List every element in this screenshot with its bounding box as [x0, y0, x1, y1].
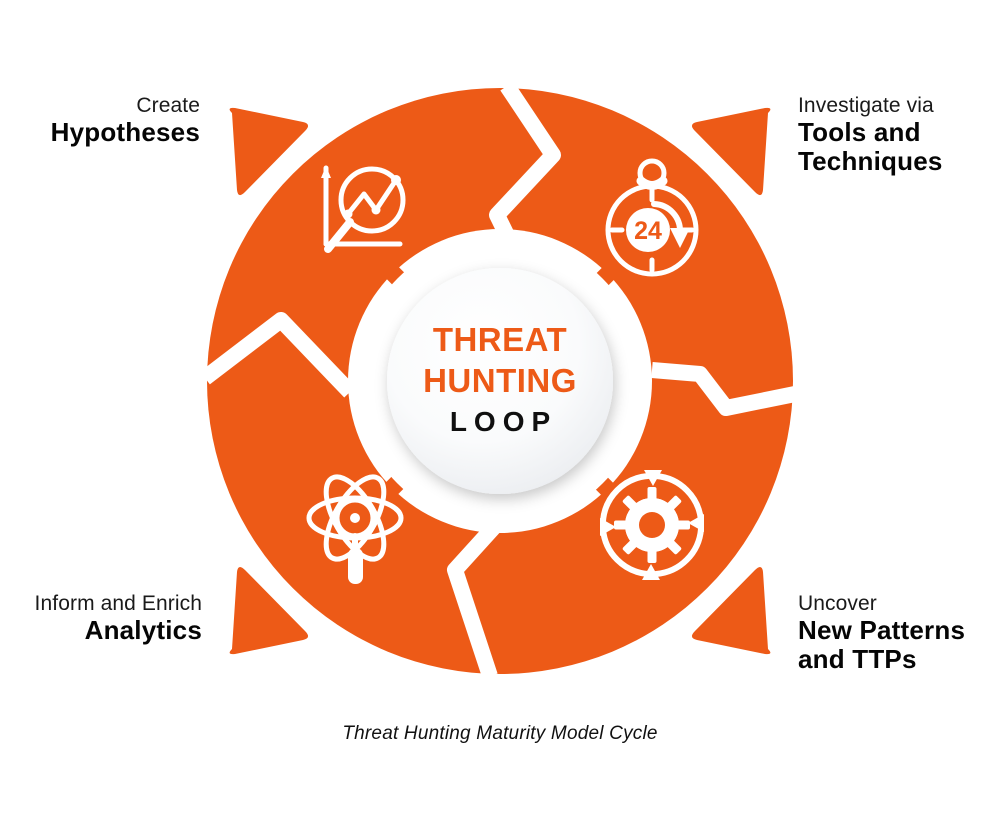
stage-label-new-patterns: Uncover New Patterns and TTPs [798, 592, 1000, 674]
stage-main-new-patterns-line1: New Patterns [798, 614, 966, 645]
stage-main-hypotheses: Hypotheses [50, 116, 200, 147]
stage-main-analytics: Analytics [84, 614, 202, 645]
center-disc [387, 268, 613, 494]
stage-label-tools-techniques: Investigate via Tools and Techniques [798, 94, 1000, 176]
stage-main-tools-techniques-line1: Tools and [798, 116, 921, 147]
stopwatch-24-icon: 24 [605, 158, 699, 277]
chart-magnifier-icon [321, 165, 406, 253]
atom-magnifier-icon [306, 474, 404, 584]
stage-lead-hypotheses: Create [136, 94, 200, 117]
stage-lead-tools-techniques: Investigate via [798, 94, 934, 117]
stage-label-hypotheses: Create Hypotheses [0, 94, 200, 147]
stage-lead-analytics: Inform and Enrich [34, 592, 202, 615]
stage-label-analytics: Inform and Enrich Analytics [0, 592, 202, 645]
figure-caption: Threat Hunting Maturity Model Cycle [342, 723, 658, 744]
gear-cycle-icon [600, 470, 704, 580]
stage-lead-new-patterns: Uncover [798, 592, 877, 615]
stage-main-new-patterns-line2: and TTPs [798, 643, 917, 674]
stopwatch-24-label: 24 [634, 217, 662, 245]
stage-main-tools-techniques-line2: Techniques [798, 145, 943, 176]
